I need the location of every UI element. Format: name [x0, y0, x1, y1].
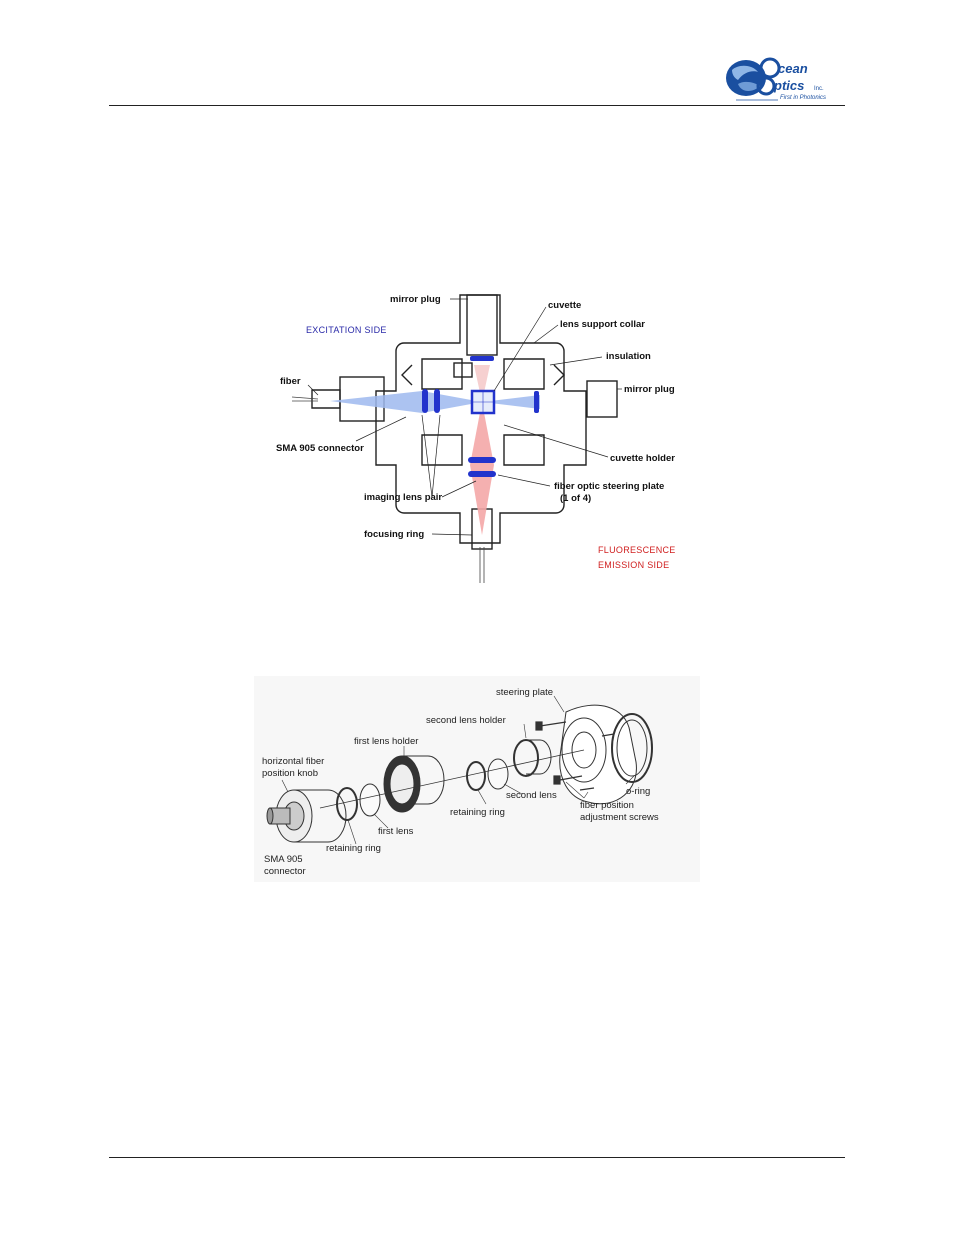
label-sma-2: connector [264, 866, 306, 877]
label-second-lens: second lens [506, 790, 557, 801]
label-retaining-ring-left: retaining ring [326, 843, 381, 854]
excitation-beam [330, 391, 482, 413]
leader-lines [307, 298, 622, 536]
excitation-beam-right [482, 395, 540, 409]
adjustment-screws [535, 721, 615, 791]
emission-side-label-2: EMISSION SIDE [598, 560, 669, 570]
label-steering-plate-2: (1 of 4) [560, 493, 591, 504]
cuvette-holder-cross-section: mirror plug cuvette lens support collar … [276, 294, 676, 583]
emission-beam [470, 402, 494, 535]
lenses [422, 356, 539, 477]
ocean-optics-logo: cean ptics Inc. First in Photonics [726, 57, 826, 101]
label-insulation: insulation [606, 351, 651, 362]
fiber-lines [291, 396, 485, 583]
first-lens-holder-part [383, 755, 445, 813]
label-o-ring: o-ring [626, 786, 650, 797]
label-horizontal-knob-1: horizontal fiber [262, 756, 324, 767]
label-second-lens-holder: second lens holder [426, 715, 506, 726]
label-fiber-position-2: adjustment screws [580, 812, 659, 823]
label-steering-plate: steering plate [496, 687, 553, 698]
label-mirror-plug-top: mirror plug [390, 294, 441, 305]
label-steering-plate-1: fiber optic steering plate [554, 481, 664, 492]
o-ring-part [611, 713, 653, 783]
brand-tagline: First in Photonics [780, 95, 826, 101]
label-first-lens: first lens [378, 826, 414, 837]
steering-plate-part [559, 704, 637, 805]
exploded-view-diagram: steering plate second lens holder first … [254, 676, 700, 882]
label-lens-support-collar: lens support collar [560, 319, 645, 330]
label-cuvette-holder: cuvette holder [610, 453, 675, 464]
label-mirror-plug-right: mirror plug [624, 384, 675, 395]
brand-suffix: Inc. [814, 86, 824, 92]
label-first-lens-holder: first lens holder [354, 736, 418, 747]
header-rule [109, 105, 845, 106]
excitation-side-label: EXCITATION SIDE [306, 325, 387, 335]
emission-side-label-1: FLUORESCENCE [598, 545, 676, 555]
label-sma-905-connector: SMA 905 connector [276, 443, 364, 454]
label-horizontal-knob-2: position knob [262, 768, 318, 779]
label-fiber: fiber [280, 376, 301, 387]
brand-line1: cean [778, 61, 808, 76]
label-retaining-ring-right: retaining ring [450, 807, 505, 818]
fig2-leader-lines [281, 695, 635, 845]
first-lens-part [359, 783, 381, 817]
brand-line2: ptics [773, 78, 804, 93]
label-sma-1: SMA 905 [264, 854, 303, 865]
second-lens-part [487, 758, 509, 790]
label-cuvette: cuvette [548, 300, 581, 311]
label-imaging-lens-pair: imaging lens pair [364, 492, 442, 503]
label-fiber-position-1: fiber position [580, 800, 634, 811]
emission-beam-upper [474, 365, 490, 402]
footer-rule [109, 1157, 845, 1158]
horizontal-knob-part [266, 789, 347, 843]
label-focusing-ring: focusing ring [364, 529, 424, 540]
